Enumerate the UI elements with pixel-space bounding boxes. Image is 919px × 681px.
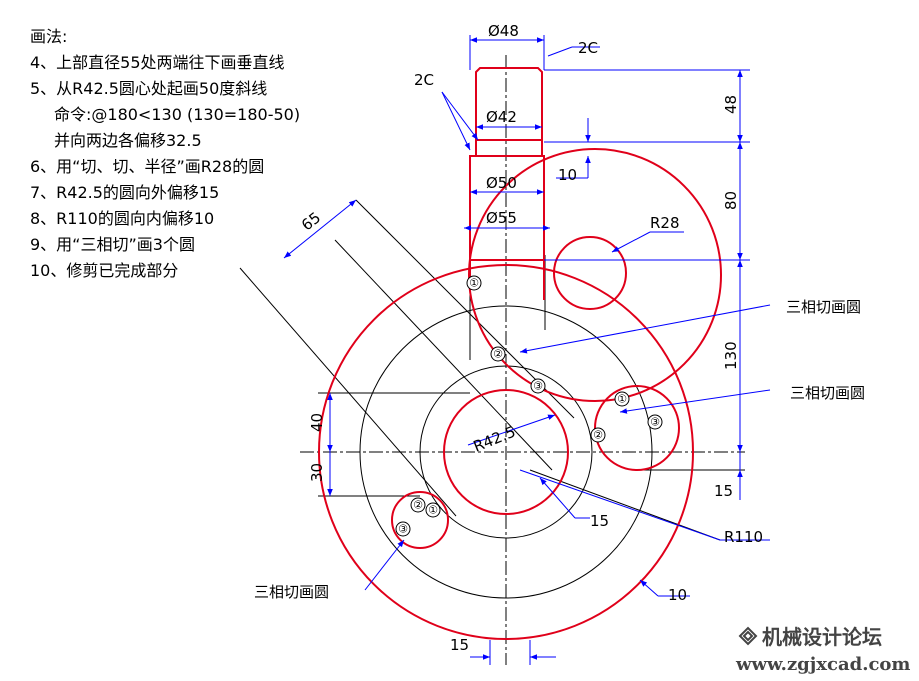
instruction-step: 并向两边各偏移32.5 [54,131,202,150]
instruction-step: 4、上部直径55处两端往下画垂直线 [30,53,285,72]
callout-tangent-3: 三相切画圆 [254,583,329,601]
instruction-step: 5、从R42.5圆心处起画50度斜线 [30,79,268,98]
marker-2: ② [590,427,606,443]
marker-1: ① [425,502,441,518]
construction-lines [239,199,745,599]
dimension-lines [283,35,771,665]
dim-15-center: 15 [590,512,609,530]
svg-text:①: ① [428,504,438,517]
dim-130: 130 [722,341,740,370]
dim-d55: Ø55 [486,209,517,227]
instruction-step: 10、修剪已完成部分 [30,261,179,280]
dimension-labels: Ø48 2C 2C Ø42 Ø50 Ø55 10 R28 R42.5 15 R1… [298,22,763,654]
centerlines [300,55,745,665]
svg-text:③: ③ [533,380,543,393]
dim-30: 30 [308,463,326,482]
dim-d42: Ø42 [486,108,517,126]
logo-icon [738,626,758,646]
marker-3: ③ [395,521,411,537]
marker-3: ③ [530,378,546,394]
dim-r28: R28 [650,214,680,232]
marker-1: ① [466,275,482,291]
dim-d48: Ø48 [488,22,519,40]
instruction-title: 画法: [30,27,68,46]
marker-2: ② [410,497,426,513]
svg-text:③: ③ [398,523,408,536]
watermark-name: 机械设计论坛 [762,625,882,649]
instruction-list: 画法: 4、上部直径55处两端往下画垂直线 5、从R42.5圆心处起画50度斜线… [30,24,390,284]
dim-r110: R110 [724,528,763,546]
instruction-step: 6、用“切、切、半径”画R28的圆 [30,157,265,176]
watermark-logo: 机械设计论坛 www.zgjxcad.com [735,625,910,675]
marker-1: ① [614,391,630,407]
dim-10: 10 [558,166,577,184]
dim-15-right: 15 [714,482,733,500]
svg-text:②: ② [593,429,603,442]
dim-48: 48 [722,95,740,114]
part-outline [318,67,722,640]
dim-40: 40 [308,413,326,432]
instruction-step: 9、用“三相切”画3个圆 [30,235,195,254]
svg-text:①: ① [617,393,627,406]
svg-text:③: ③ [650,416,660,429]
dim-10-outer: 10 [668,586,687,604]
marker-3: ③ [647,414,663,430]
dim-d50: Ø50 [486,174,517,192]
dim-80: 80 [722,191,740,210]
callout-tangent-1: 三相切画圆 [786,298,861,316]
dim-2c-right: 2C [578,39,598,57]
dim-2c-left: 2C [414,71,434,89]
instruction-step: 7、R42.5的圆向外偏移15 [30,183,220,202]
tangency-markers: ① ② ③ ① ③ ② ② ① ③ [395,275,663,537]
instruction-step: 8、R110的圆向内偏移10 [30,209,215,228]
instruction-step: 命令:@180<130 (130=180-50) [54,105,301,124]
watermark-url: www.zgjxcad.com [735,654,910,675]
marker-2: ② [490,346,506,362]
callout-tangent-2: 三相切画圆 [790,384,865,402]
svg-text:②: ② [413,499,423,512]
svg-text:①: ① [469,277,479,290]
dim-65: 65 [298,209,324,235]
svg-text:②: ② [493,348,503,361]
dim-r42-5: R42.5 [471,423,518,456]
dim-15-bottom: 15 [450,636,469,654]
tangent-callouts: 三相切画圆 三相切画圆 三相切画圆 [254,298,865,601]
